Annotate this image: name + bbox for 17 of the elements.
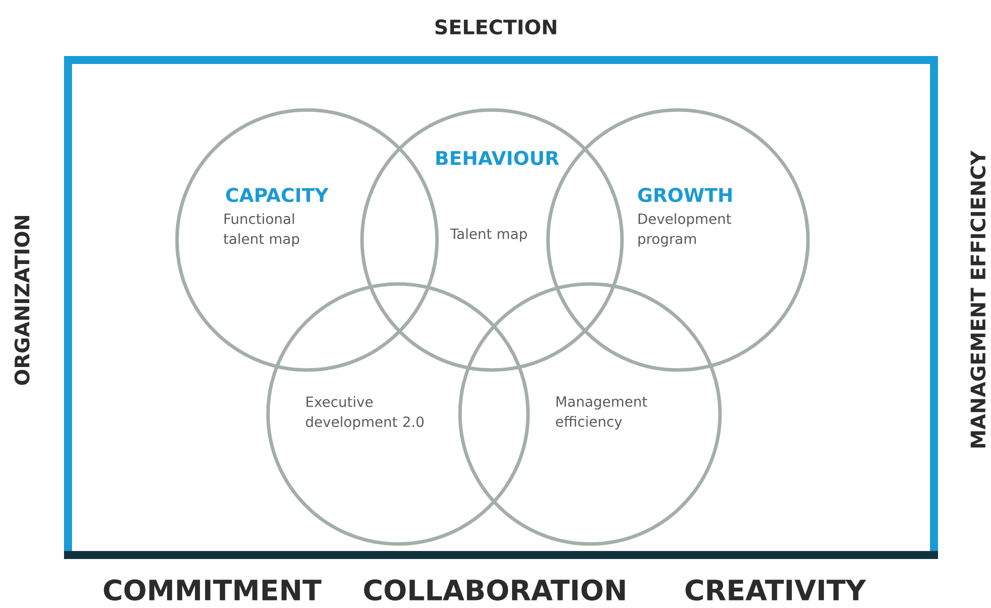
description: Talent map (450, 228, 527, 242)
side-label: SELECTION (435, 19, 556, 35)
side-label: CREATIVITY (686, 579, 866, 601)
heading: CAPACITY (226, 188, 329, 202)
description: Functional talent map (224, 213, 300, 247)
circle (266, 282, 530, 546)
circle (360, 108, 624, 372)
heading: BEHAVIOUR (436, 150, 559, 166)
description: Development program (638, 213, 732, 247)
side-label: ORGANIZATION (14, 216, 30, 385)
side-label: COLLABORATION (364, 579, 625, 601)
side-label: MANAGEMENT EFFICIENCY (970, 150, 986, 448)
description: Executive development 2.0 (306, 396, 424, 430)
side-label: COMMITMENT (104, 579, 322, 601)
heading: GROWTH (638, 188, 732, 202)
circle (458, 282, 722, 546)
description: Management efficiency (556, 396, 648, 430)
